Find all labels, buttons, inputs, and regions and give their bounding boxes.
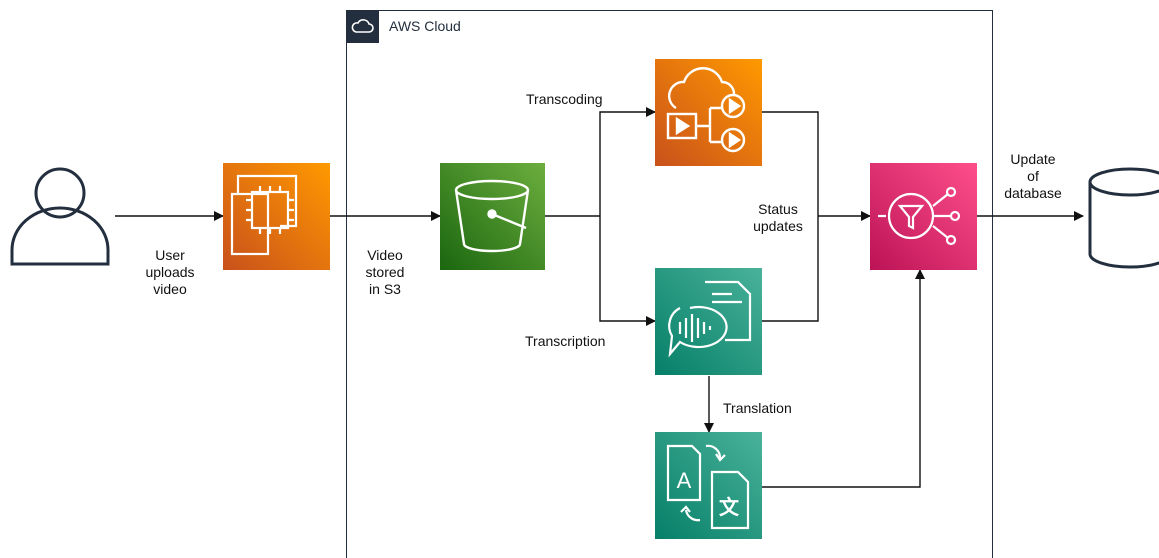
translate-icon: A 文 <box>655 432 762 539</box>
label-translation: Translation <box>723 400 792 416</box>
connectors <box>115 107 1084 488</box>
edge-transcribe-status <box>762 216 819 322</box>
label-transcription: Transcription <box>525 333 606 349</box>
ec2-chip-icon <box>223 163 330 270</box>
database-icon <box>1088 167 1159 269</box>
aws-cloud-group <box>346 10 993 558</box>
cloud-icon <box>346 10 379 43</box>
cloud-title: AWS Cloud <box>389 18 461 34</box>
transcribe-icon <box>655 268 762 375</box>
label-transcoding: Transcoding <box>526 91 603 107</box>
edge-mediaconvert-status <box>762 111 819 216</box>
user-icon <box>10 167 110 266</box>
edge-translate-sns <box>762 269 925 488</box>
svg-text:A: A <box>677 468 692 493</box>
edge-to-mediaconvert <box>599 107 656 216</box>
svg-text:文: 文 <box>719 495 740 519</box>
s3-bucket-icon <box>440 163 545 270</box>
media-convert-icon <box>655 59 762 166</box>
sns-icon <box>870 163 977 270</box>
edge-to-transcribe <box>599 216 656 326</box>
